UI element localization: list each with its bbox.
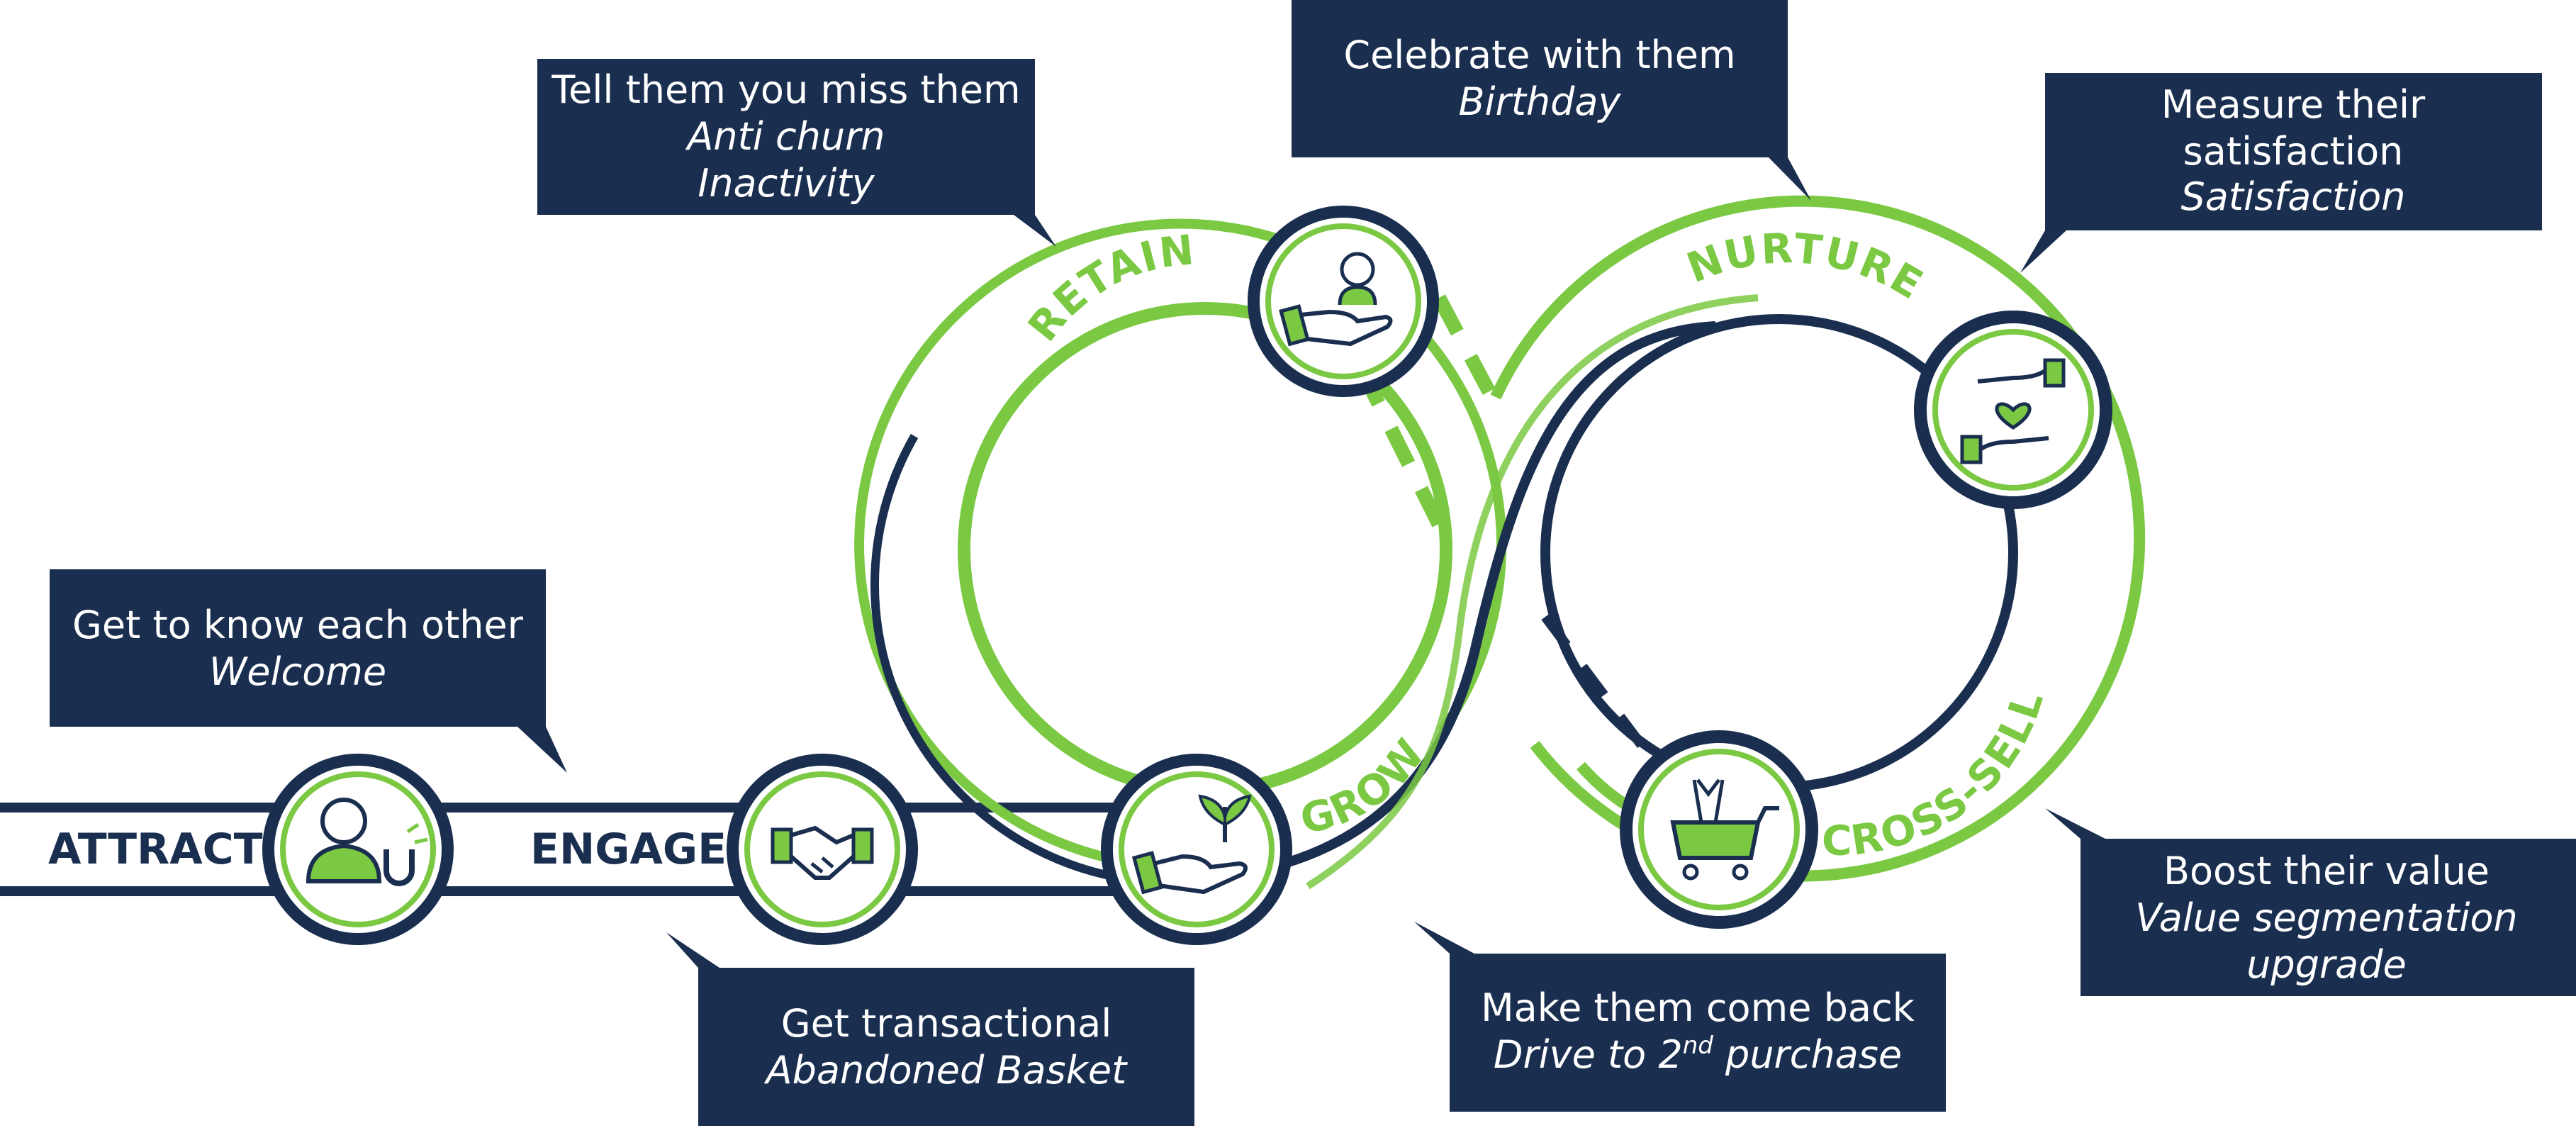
callout-welcome-title: Get to know each other xyxy=(72,603,524,647)
node-engage xyxy=(727,754,918,945)
handshake-icon xyxy=(771,825,874,880)
callout-birthday-subtitle: Birthday xyxy=(1459,79,1622,124)
entry-band xyxy=(0,803,1134,896)
callout-value-title: Boost their value xyxy=(2163,849,2490,893)
hand-money-person-icon xyxy=(1279,252,1393,347)
green-crossing-curve xyxy=(1306,294,1759,890)
callout-inactivity: Tell them you miss them Anti churn Inact… xyxy=(537,59,1056,247)
hand-plant-icon xyxy=(1131,794,1252,895)
callout-value: Boost their value Value segmentation upg… xyxy=(2045,808,2576,996)
callout-second-purchase: Make them come back Drive to 2nd purchas… xyxy=(1414,922,1946,1112)
callout-value-subtitle-1: Value segmentation xyxy=(2135,895,2518,940)
node-nurture xyxy=(1914,311,2112,509)
navy-crossing-curve xyxy=(1197,321,1716,884)
callout-abandoned-title: Get transactional xyxy=(781,1001,1112,1046)
callout-value-subtitle-2: upgrade xyxy=(2246,942,2407,987)
callout-inactivity-subtitle-1: Anti churn xyxy=(685,114,885,159)
stage-label-nurture: NURTURE xyxy=(1681,224,1932,309)
stage-label-engage: ENGAGE xyxy=(530,825,727,874)
callout-inactivity-subtitle-2: Inactivity xyxy=(698,161,875,206)
shopping-cart-icon xyxy=(1670,778,1779,881)
callout-abandoned-subtitle: Abandoned Basket xyxy=(764,1048,1129,1093)
nurture-loop xyxy=(1490,195,2146,882)
node-retain xyxy=(1248,206,1439,397)
stage-label-attract: ATTRACT xyxy=(48,825,263,874)
retain-loop xyxy=(854,218,1507,882)
node-grow xyxy=(1101,754,1292,945)
callout-second-purchase-subtitle: Drive to 2nd purchase xyxy=(1494,1032,1902,1077)
callout-satisfaction-subtitle: Satisfaction xyxy=(2181,174,2406,219)
callout-satisfaction: Measure their Satisfaction satisfaction xyxy=(2020,73,2542,273)
node-cross-sell xyxy=(1620,730,1818,929)
callout-satisfaction-title-1: Measure their xyxy=(2161,82,2426,127)
person-magnet-icon xyxy=(306,798,428,886)
callout-satisfaction-title-2: satisfaction xyxy=(2183,129,2404,174)
callout-birthday-title: Celebrate with them xyxy=(1343,33,1735,77)
callout-abandoned-basket: Get transactional Abandoned Basket xyxy=(666,932,1194,1126)
callout-birthday: Celebrate with them Birthday xyxy=(1292,0,1811,201)
callout-welcome-subtitle: Welcome xyxy=(209,649,386,694)
hands-heart-icon xyxy=(1960,358,2066,464)
callout-welcome: Get to know each other Welcome xyxy=(50,569,567,773)
callout-second-purchase-title: Make them come back xyxy=(1481,985,1915,1030)
node-attract xyxy=(262,754,454,945)
callout-inactivity-title: Tell them you miss them xyxy=(551,67,1020,112)
